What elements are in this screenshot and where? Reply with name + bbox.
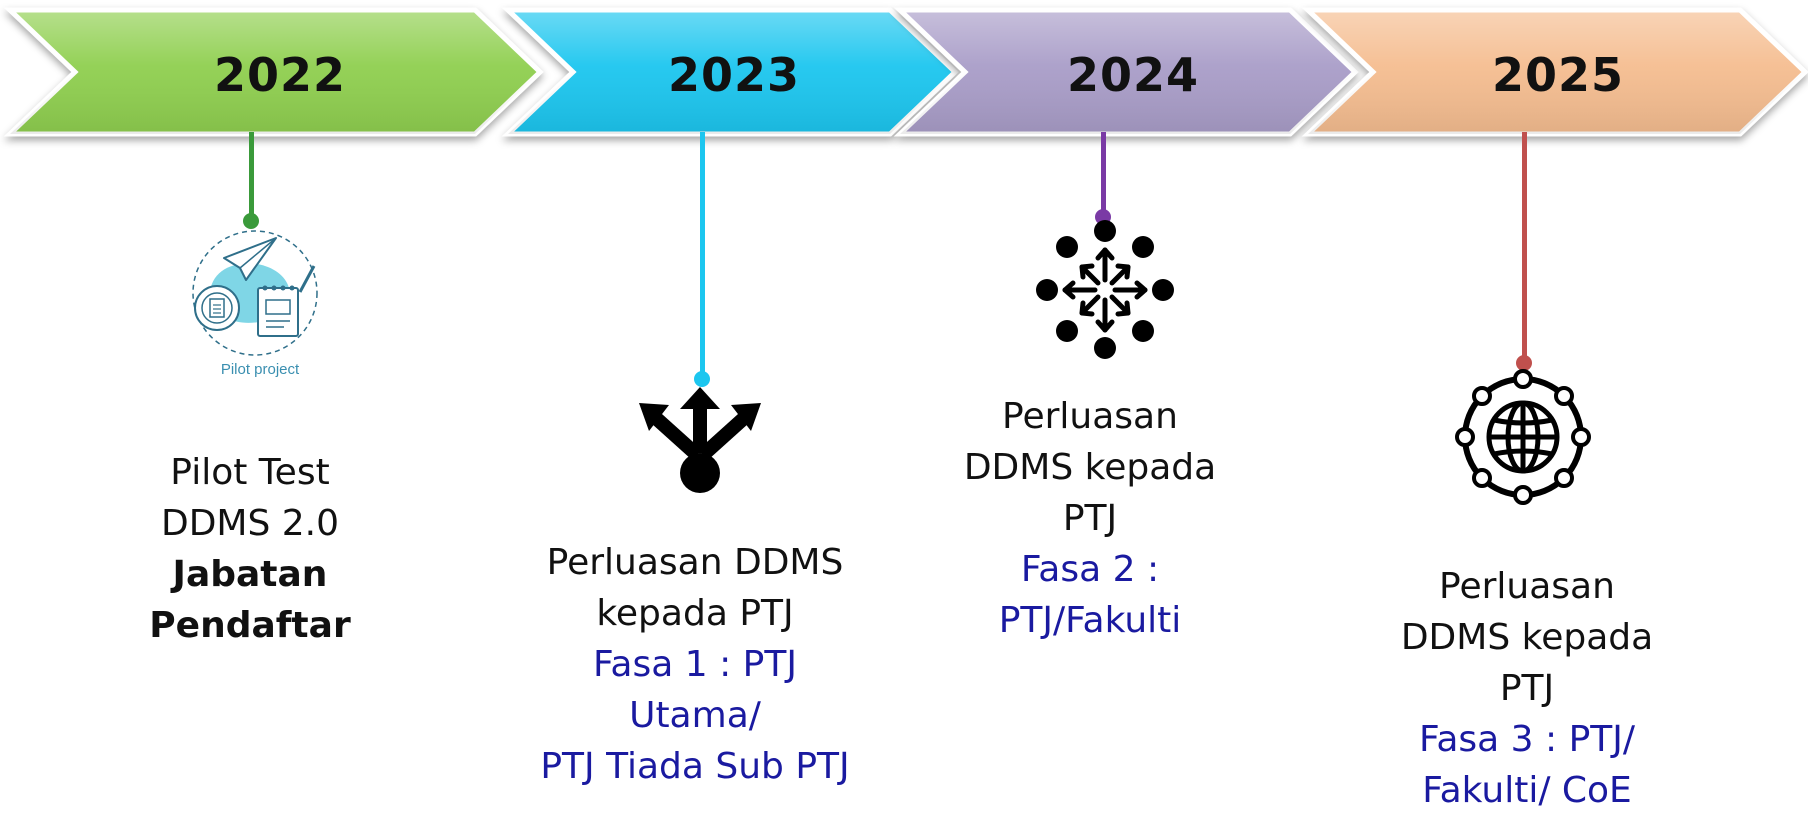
description-line: kepada PTJ (596, 593, 794, 634)
pilot-project-caption: Pilot project (220, 361, 300, 378)
year-label-2024: 2024 (1066, 48, 1200, 102)
expand-network-icon (1036, 220, 1174, 359)
connector-line-2023 (700, 132, 705, 380)
connector-dot-2025 (1516, 355, 1532, 371)
description-line: Jabatan (172, 554, 328, 595)
connector-dot-2023 (694, 371, 710, 387)
description-line: PTJ (1499, 668, 1555, 709)
chevron-2025 (1301, 7, 1808, 137)
year-label-2022: 2022 (213, 48, 347, 102)
description-line: Fasa 2 : (1020, 549, 1160, 590)
connector-line-2024 (1101, 132, 1106, 218)
description-line: Utama/ (629, 695, 761, 736)
chevron-2023 (501, 7, 959, 137)
description-line: Fasa 1 : PTJ (593, 644, 797, 685)
chevron-2024 (893, 7, 1359, 137)
connector-line-2022 (249, 132, 254, 222)
year-label-2025: 2025 (1491, 48, 1625, 102)
connector-line-2025 (1522, 132, 1527, 364)
description-line: Perluasan DDMS (546, 542, 844, 583)
description-line: Pendaftar (149, 605, 351, 646)
description-line: DDMS 2.0 (160, 503, 340, 544)
description-line: PTJ Tiada Sub PTJ (540, 746, 850, 787)
description-line: DDMS kepada (963, 447, 1217, 488)
pilot-project-icon (192, 230, 318, 356)
split-arrows-icon (639, 387, 761, 493)
global-network-icon (1455, 369, 1591, 505)
chevron-2022 (3, 7, 544, 137)
stage-description-2023: Perluasan DDMS kepada PTJ Fasa 1 : PTJ Utam… (530, 537, 860, 792)
description-line: PTJ/Fakulti (998, 600, 1182, 641)
description-line: Fasa 3 : PTJ/ (1418, 719, 1636, 760)
connector-dot-2022 (243, 213, 259, 229)
description-line: DDMS kepada (1400, 617, 1654, 658)
description-line: Fakulti/ CoE (1422, 770, 1632, 811)
description-line: PTJ (1062, 498, 1118, 539)
description-line: Perluasan (1002, 396, 1178, 437)
year-label-2023: 2023 (667, 48, 801, 102)
description-line: Perluasan (1439, 566, 1615, 607)
description-line: Pilot Test (170, 452, 330, 493)
